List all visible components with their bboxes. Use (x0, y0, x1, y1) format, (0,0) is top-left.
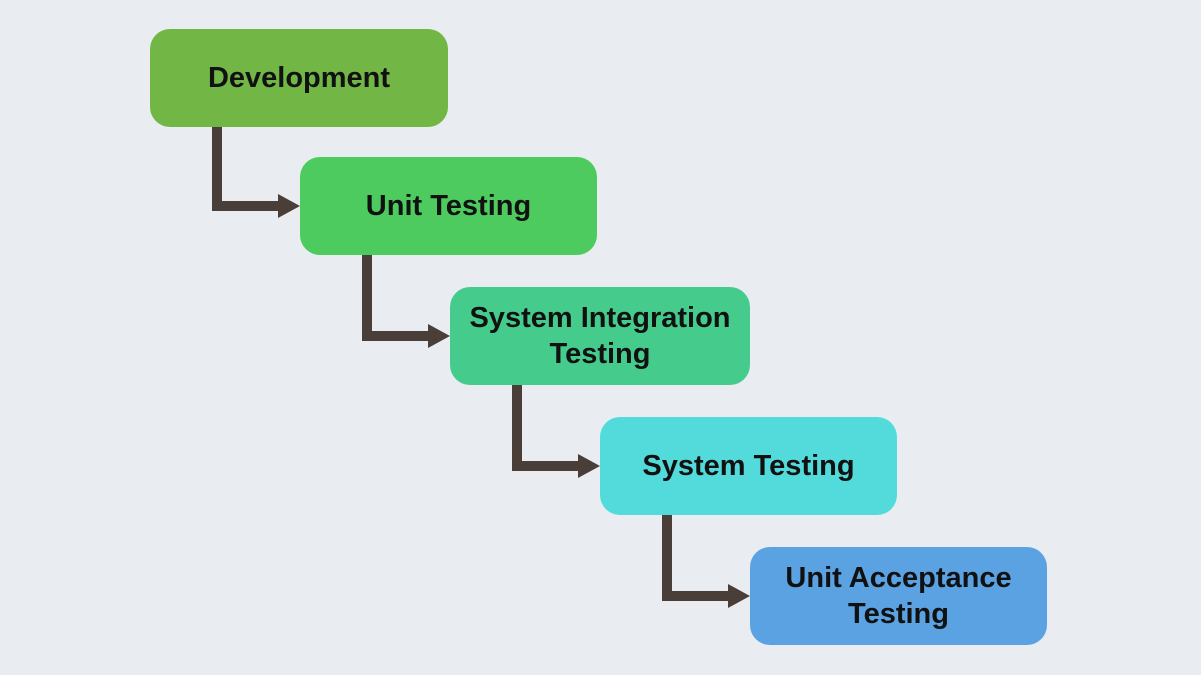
connector-line (662, 515, 730, 601)
node-label: System Integration Testing (469, 301, 731, 370)
node-system-testing: System Testing (600, 417, 897, 515)
node-label: Unit Testing (365, 189, 532, 222)
node-unit-acceptance-testing: Unit Acceptance Testing (750, 547, 1047, 645)
connector-arrowhead-icon (578, 454, 600, 478)
node-system-integration-testing: System Integration Testing (450, 287, 750, 385)
connector-line (362, 255, 430, 341)
connector-arrowhead-icon (428, 324, 450, 348)
node-label: Development (207, 61, 391, 94)
node-development: Development (150, 29, 448, 127)
connector-arrowhead-icon (728, 584, 750, 608)
connector-arrowhead-icon (278, 194, 300, 218)
node-unit-testing: Unit Testing (300, 157, 597, 255)
node-label: System Testing (642, 449, 855, 482)
connector-line (212, 127, 280, 211)
connector-line (512, 385, 580, 471)
node-label: Unit Acceptance Testing (785, 561, 1012, 630)
